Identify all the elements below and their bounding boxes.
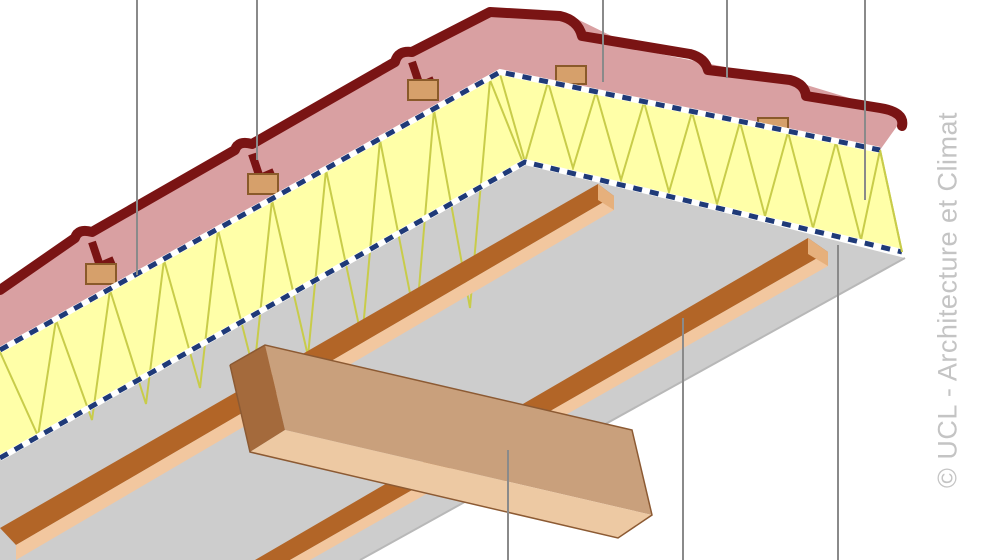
lower-membrane-dashes [0,159,903,461]
timber-beam-outline [229,344,653,539]
tile-batten [85,263,117,285]
roof-tiles-surface [0,12,905,350]
timber-beam-face [265,345,652,515]
joist-right-end [808,238,828,266]
roof-tiles-ridge-line [0,7,908,295]
insulation-edge-outline [879,149,903,253]
tile-battens [85,65,789,285]
timber-beam-bottom [250,430,652,538]
joist-left-end [598,184,614,210]
ceiling-board-edge [359,257,906,560]
insulation-zigzag-right [499,73,903,253]
ceiling-board-surface [0,162,905,560]
timber-beam [229,344,653,539]
timber-beam-end [230,345,285,452]
insulation-layer [0,68,903,461]
tile-batten [247,173,279,195]
leader-lines [136,0,866,560]
tile-batten [407,79,439,101]
ceiling-board [0,162,906,560]
copyright-watermark: © UCL - Architecture et Climat [932,112,963,488]
insulation-zigzag-left [0,79,523,440]
tile-batten [555,65,587,85]
upper-membrane-dashes [0,69,881,353]
